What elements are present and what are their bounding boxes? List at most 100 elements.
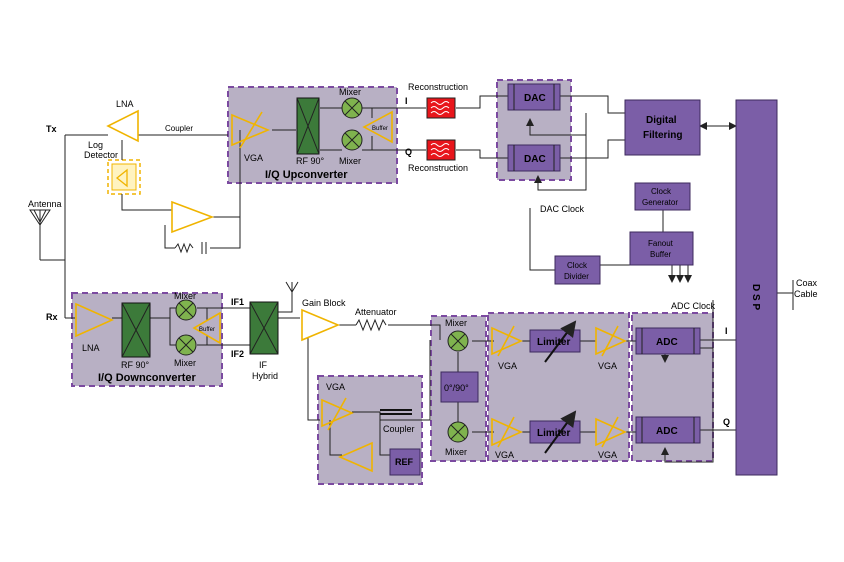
detector-resistor-icon <box>174 242 194 254</box>
if-hybrid-block <box>249 301 279 355</box>
antenna-label: Antenna <box>28 199 62 209</box>
ref-block <box>389 448 421 476</box>
detector-capacitor-icon <box>201 242 207 254</box>
ref-amp <box>338 441 373 473</box>
dsp-block <box>735 99 778 476</box>
dac-bottom-block <box>507 144 561 172</box>
tx-label: Tx <box>46 124 57 134</box>
i-rx-label: I <box>725 326 728 336</box>
if2-label: IF2 <box>231 349 244 359</box>
mixer-q-top-label: Mixer <box>445 318 467 328</box>
fanout-buffer-label-1: Fanout <box>648 239 674 248</box>
reconstruction-filter-bottom-icon <box>426 139 456 161</box>
ref-label: REF <box>395 457 414 467</box>
mixer-down-bottom-icon <box>175 334 197 356</box>
mixer-down-bottom-label: Mixer <box>174 358 196 368</box>
vga-lim-out-bottom-label: VGA <box>598 450 617 460</box>
vga-lim-in-top-amplifier <box>491 326 523 356</box>
log-detector-group <box>107 159 141 195</box>
reconstruction-top-label: Reconstruction <box>408 82 468 92</box>
adc-bottom-block <box>635 416 701 444</box>
rf90-down-label: RF 90° <box>121 360 150 370</box>
limiter-top-block <box>529 320 581 363</box>
lna-top-label: LNA <box>116 99 134 109</box>
dac-top-block <box>507 83 561 111</box>
vga-up-amplifier <box>231 113 271 147</box>
mixer-q-top-icon <box>447 330 469 352</box>
q-up-label: Q <box>405 147 412 157</box>
attenuator-icon <box>355 318 387 332</box>
coupler-agc-label: Coupler <box>383 424 415 434</box>
gain-block-label: Gain Block <box>302 298 346 308</box>
mixer-up-top-icon <box>341 97 363 119</box>
buffer-up-label: Buffer <box>372 126 388 132</box>
dac-bottom-label: DAC <box>524 154 546 165</box>
if1-label: IF1 <box>231 297 244 307</box>
adc-bottom-label: ADC <box>656 426 678 437</box>
rf90-up-label: RF 90° <box>296 156 325 166</box>
mixer-down-top-label: Mixer <box>174 291 196 301</box>
lna-down-amplifier <box>75 302 114 338</box>
mixer-up-bottom-icon <box>341 129 363 151</box>
digital-filtering-label-2: Filtering <box>643 130 682 141</box>
downconverter-title: I/Q Downconverter <box>98 372 197 384</box>
vga-lim-in-bottom-amplifier <box>491 417 523 447</box>
antenna-icon-if <box>285 281 299 293</box>
adc-top-block <box>635 327 701 355</box>
agc-coupler-icon <box>380 409 412 415</box>
vga-agc-amplifier <box>321 398 355 428</box>
vga-lim-in-top-label: VGA <box>498 361 517 371</box>
log-detector-icon <box>111 163 137 191</box>
q-rx-label: Q <box>723 417 730 427</box>
dsp-label: D S P <box>750 284 761 310</box>
rf90-down-block <box>121 302 151 358</box>
vga-lim-out-top-label: VGA <box>598 361 617 371</box>
i-up-label: I <box>405 96 408 106</box>
log-detector-label-1: Log <box>88 140 103 150</box>
mixer-up-top-label: Mixer <box>339 87 361 97</box>
adc-top-label: ADC <box>656 337 678 348</box>
rf90-up-block <box>296 97 320 155</box>
buffer-up-amplifier <box>362 110 393 144</box>
adc-clock-label: ADC Clock <box>671 301 716 311</box>
vga-lim-out-top-amplifier <box>595 326 627 356</box>
limiter-top-label: Limiter <box>537 337 570 348</box>
clock-divider-label-1: Clock <box>567 261 588 270</box>
clock-generator-block <box>634 182 691 211</box>
digital-filtering-block <box>624 99 701 156</box>
coax-label-2: Cable <box>794 289 818 299</box>
limiter-bottom-block <box>529 410 581 454</box>
clock-divider-label-2: Divider <box>564 272 589 281</box>
lna-top-amplifier <box>106 109 139 143</box>
fanout-buffer-block <box>629 231 694 266</box>
phase-shifter-block <box>440 371 479 403</box>
coupler-top-label: Coupler <box>165 124 193 133</box>
log-detector-label-2: Detector <box>84 150 118 160</box>
coax-label-1: Coax <box>796 278 818 288</box>
clock-generator-label-2: Generator <box>642 198 678 207</box>
lna-down-label: LNA <box>82 343 100 353</box>
if-hybrid-label-1: IF <box>259 360 268 370</box>
vga-agc-label: VGA <box>326 382 345 392</box>
dac-clock-label: DAC Clock <box>540 204 585 214</box>
if-hybrid-label-2: Hybrid <box>252 371 278 381</box>
clock-divider-block <box>554 255 601 285</box>
buffer-down-amplifier <box>192 311 221 345</box>
attenuator-label: Attenuator <box>355 307 397 317</box>
rx-label: Rx <box>46 312 58 322</box>
dac-top-label: DAC <box>524 93 546 104</box>
buffer-down-label: Buffer <box>199 327 215 333</box>
vga-up-label: VGA <box>244 153 263 163</box>
vga-lim-out-bottom-amplifier <box>595 417 627 447</box>
fanout-buffer-label-2: Buffer <box>650 250 672 259</box>
reconstruction-filter-top-icon <box>426 97 456 119</box>
phase-shifter-label: 0°/90° <box>444 383 469 393</box>
clock-generator-label-1: Clock <box>651 187 672 196</box>
limiter-bottom-label: Limiter <box>537 428 570 439</box>
upconverter-title: I/Q Upconverter <box>265 169 348 181</box>
reconstruction-bottom-label: Reconstruction <box>408 163 468 173</box>
digital-filtering-label-1: Digital <box>646 115 677 126</box>
vga-lim-in-bottom-label: VGA <box>495 450 514 460</box>
mixer-up-bottom-label: Mixer <box>339 156 361 166</box>
